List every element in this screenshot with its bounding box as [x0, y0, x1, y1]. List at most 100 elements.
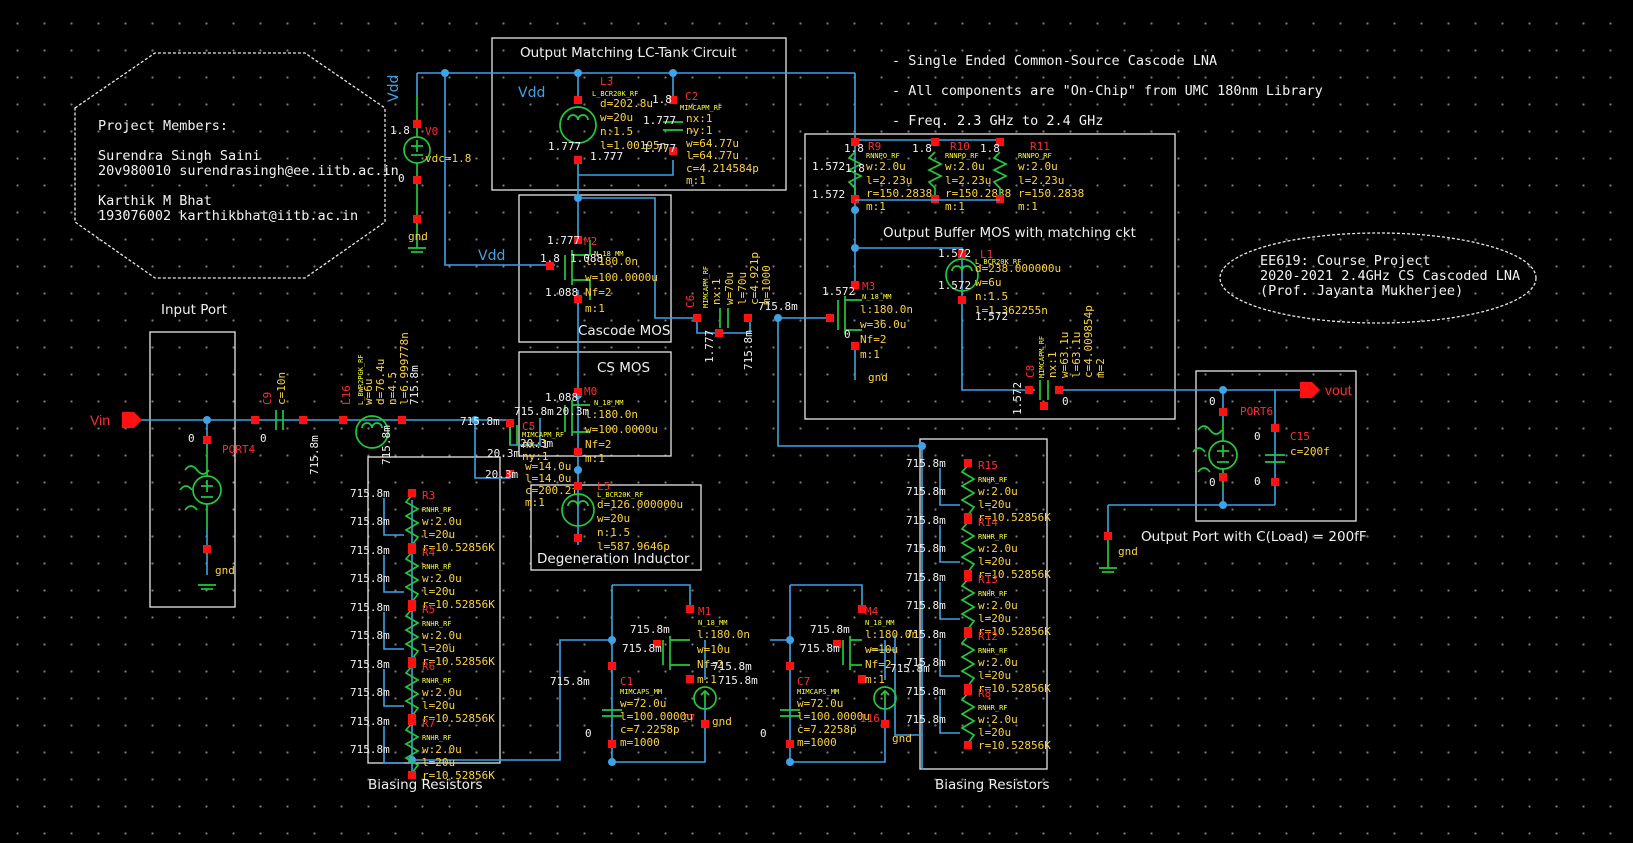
- inductor-l3[interactable]: L3 L_BCR20K_RF d=202.8u w=20u n:1.5 l=1.…: [548, 75, 666, 164]
- svg-text:L_BCR20K_RF: L_BCR20K_RF: [975, 258, 1021, 266]
- output-port-source[interactable]: PORT6 0 0: [1192, 395, 1273, 490]
- bias-resistor-r15[interactable]: R15RNHR_RFw:2.0ul=20ur=10.52856K715.8m71…: [906, 457, 1051, 524]
- svg-text:gnd: gnd: [892, 732, 912, 745]
- capacitor-c2[interactable]: C2 MIMCAPM_RF nx:1 ny:1 w=64.77u l=64.77…: [643, 90, 759, 187]
- current-source-i7[interactable]: I7 gnd 715.8m 715.8m: [682, 660, 758, 728]
- mosfet-m0[interactable]: M0 N_18_MM l:180.0n w=100.0000u Nf=2 m:1…: [514, 385, 658, 465]
- capacitor-c5[interactable]: C5 MIMCAPM_RF nx:1 ny:1 w=14.0u l=14.0u …: [485, 419, 578, 509]
- resistor-length: l=20u: [422, 528, 455, 541]
- svg-text:l=587.9646p: l=587.9646p: [597, 540, 670, 553]
- mosfet-m2[interactable]: M2 N_18_MM l:180.0n w=100.0000u Nf=2 m:1…: [540, 234, 658, 315]
- svg-text:d=238.000000u: d=238.000000u: [975, 262, 1061, 275]
- svg-text:C2: C2: [685, 90, 698, 103]
- resistor-name: R3: [422, 489, 435, 502]
- svg-text:MIMCAPM_RF: MIMCAPM_RF: [680, 104, 722, 112]
- cascode-box: [518, 194, 672, 343]
- resistor-zigzag: [960, 692, 976, 744]
- vin-pin[interactable]: Vin: [90, 412, 142, 428]
- resistor-r11[interactable]: R11 RNNPO_RF w:2.0u l=2.23u r=150.2838 m…: [980, 138, 1084, 213]
- inductor-l1[interactable]: L1 L_BCR20K_RF d=238.000000u w=6u n:1.5 …: [938, 247, 1061, 323]
- resistor-tap-wire: [939, 468, 960, 506]
- resistor-width: w:2.0u: [422, 743, 462, 756]
- resistor-r9[interactable]: R9 RNNPO_RF w:2.0u l=2.23u r=150.2838 m:…: [812, 138, 932, 213]
- dc-source-v0[interactable]: V0 vdc=1.8 1.8 0 gnd: [390, 96, 471, 253]
- bias-resistor-r8[interactable]: R8RNHR_RFw:2.0ul=20ur=10.52856K715.8m715…: [906, 685, 1051, 752]
- resistor-zigzag: [404, 551, 420, 603]
- svg-text:20.3m: 20.3m: [485, 468, 518, 481]
- inductor-l5[interactable]: L5 L_BCR20K_RF d=126.000000u w=20u n:1.5…: [561, 480, 683, 553]
- svg-text:l=2.23u: l=2.23u: [1018, 174, 1064, 187]
- resistor-name: R14: [978, 516, 998, 529]
- node-voltage: 715.8m: [906, 542, 946, 555]
- svg-text:w=14.0u: w=14.0u: [525, 460, 571, 473]
- mosfet-m1[interactable]: M1 N_18_MM l:180.0n w=10u Nf=2 m:1 715.8…: [622, 605, 750, 686]
- capacitor-c15[interactable]: C15 c=200f 0 0: [1254, 424, 1330, 488]
- resistor-zigzag: [404, 494, 420, 546]
- resistor-width: w:2.0u: [978, 599, 1018, 612]
- svg-text:l:180.0n: l:180.0n: [585, 408, 638, 421]
- svg-text:L16: L16: [340, 385, 353, 405]
- resistor-zigzag: [960, 578, 976, 630]
- svg-text:L_BWR2PGK_RF: L_BWR2PGK_RF: [357, 354, 365, 405]
- svg-text:l:180.0n: l:180.0n: [697, 628, 750, 641]
- bias-resistor-r4[interactable]: R4RNHR_RFw:2.0ul=20ur=10.52856K715.8m715…: [350, 544, 495, 611]
- bias-resistor-r7[interactable]: R7RNHR_RFw:2.0ul=20ur=10.52856K715.8m715…: [350, 715, 495, 782]
- resistor-name: R7: [422, 717, 435, 730]
- current-source-i16[interactable]: I16 gnd 715.8m: [860, 662, 930, 745]
- pin-top: [408, 489, 416, 497]
- resistor-length: l=20u: [422, 585, 455, 598]
- svg-text:L_BCR20K_RF: L_BCR20K_RF: [592, 90, 638, 98]
- svg-text:MIMCAPM_RF: MIMCAPM_RF: [702, 266, 710, 308]
- svg-text:r=150.2838: r=150.2838: [866, 187, 932, 200]
- capacitor-c1[interactable]: C1 MIMCAPS_MM w=72.0u l=100.0000u c=7.22…: [550, 662, 693, 749]
- svg-text:715.8m: 715.8m: [380, 425, 393, 465]
- bias-resistor-r5[interactable]: R5RNHR_RFw:2.0ul=20ur=10.52856K715.8m715…: [350, 601, 495, 668]
- vout-pin[interactable]: vout: [1300, 382, 1352, 398]
- vout-label: vout: [1325, 382, 1352, 398]
- wires: [140, 72, 1300, 772]
- input-port-source[interactable]: PORT4 0 gnd: [179, 432, 255, 590]
- capacitor-c9[interactable]: C9 c=10n 0 715.8m: [251, 372, 321, 475]
- svg-text:PORT6: PORT6: [1240, 405, 1273, 418]
- svg-text:1.572: 1.572: [975, 310, 1008, 323]
- resistor-r10[interactable]: R10 RNNPO_RF w:2.0u l=2.23u r=150.2838 m…: [912, 138, 1011, 213]
- resistor-name: R5: [422, 603, 435, 616]
- svg-text:ny:1: ny:1: [522, 450, 549, 463]
- resistor-tap-wire: [939, 639, 960, 677]
- capacitor-c7[interactable]: C7 MIMCAPS_MM w=72.0u l=100.0000u c=7.22…: [760, 662, 870, 749]
- resistor-length: l=20u: [978, 555, 1011, 568]
- bias-resistor-r6[interactable]: R6RNHR_RFw:2.0ul=20ur=10.52856K715.8m715…: [350, 658, 495, 725]
- capacitor-c6[interactable]: C6 MIMCAPM_RF nx:1 w=70u l=70u c=4.921p …: [684, 252, 798, 370]
- svg-text:l:180.0n: l:180.0n: [865, 628, 918, 641]
- mosfet-m3[interactable]: M3 N_18_MM l:180.0n w=36.0u Nf=2 m:1 1.5…: [822, 280, 913, 384]
- course-title: EE619: Course Project: [1260, 253, 1431, 269]
- pin-top: [408, 660, 416, 668]
- svg-text:c=4.214584p: c=4.214584p: [686, 162, 759, 175]
- svg-text:d=76.4u: d=76.4u: [374, 359, 387, 405]
- svg-text:715.8m: 715.8m: [718, 674, 758, 687]
- svg-text:w=10u: w=10u: [865, 643, 898, 656]
- svg-text:715.8m: 715.8m: [622, 642, 662, 655]
- node-voltage: 715.8m: [906, 628, 946, 641]
- capacitor-c8[interactable]: C8 MIMCAPM_RF nx:1 w=63.1u l=63.1u c=4.0…: [1011, 305, 1107, 415]
- mosfet-m4[interactable]: M4 N_18_MM l:180.0n w=10u Nf=2 m:1 715.8…: [800, 605, 918, 686]
- pin-top: [408, 717, 416, 725]
- svg-text:N_18_MM: N_18_MM: [594, 399, 624, 407]
- svg-text:1.777: 1.777: [703, 330, 716, 363]
- inductor-l16[interactable]: L16 L_BWR2PGK_RF w=6u d=76.4u n=4.5 l=6.…: [339, 332, 500, 465]
- note-frequency: - Freq. 2.3 GHz to 2.4 GHz: [892, 113, 1103, 129]
- svg-text:n:1.5: n:1.5: [975, 290, 1008, 303]
- svg-text:R10: R10: [950, 140, 970, 153]
- bias-resistor-r14[interactable]: R14RNHR_RFw:2.0ul=20ur=10.52856K715.8m71…: [906, 514, 1051, 581]
- svg-text:0: 0: [1062, 395, 1069, 408]
- svg-text:C7: C7: [797, 675, 810, 688]
- svg-text:715.8m: 715.8m: [890, 662, 930, 675]
- pin-top: [964, 516, 972, 524]
- bias-resistor-r12[interactable]: R12RNHR_RFw:2.0ul=20ur=10.52856K715.8m71…: [906, 628, 1051, 695]
- svg-text:m:1: m:1: [697, 673, 717, 686]
- svg-text:1.088: 1.088: [545, 391, 578, 404]
- resistor-value: r=10.52856K: [978, 625, 1051, 638]
- resistor-width: w:2.0u: [422, 629, 462, 642]
- svg-text:gnd: gnd: [712, 715, 732, 728]
